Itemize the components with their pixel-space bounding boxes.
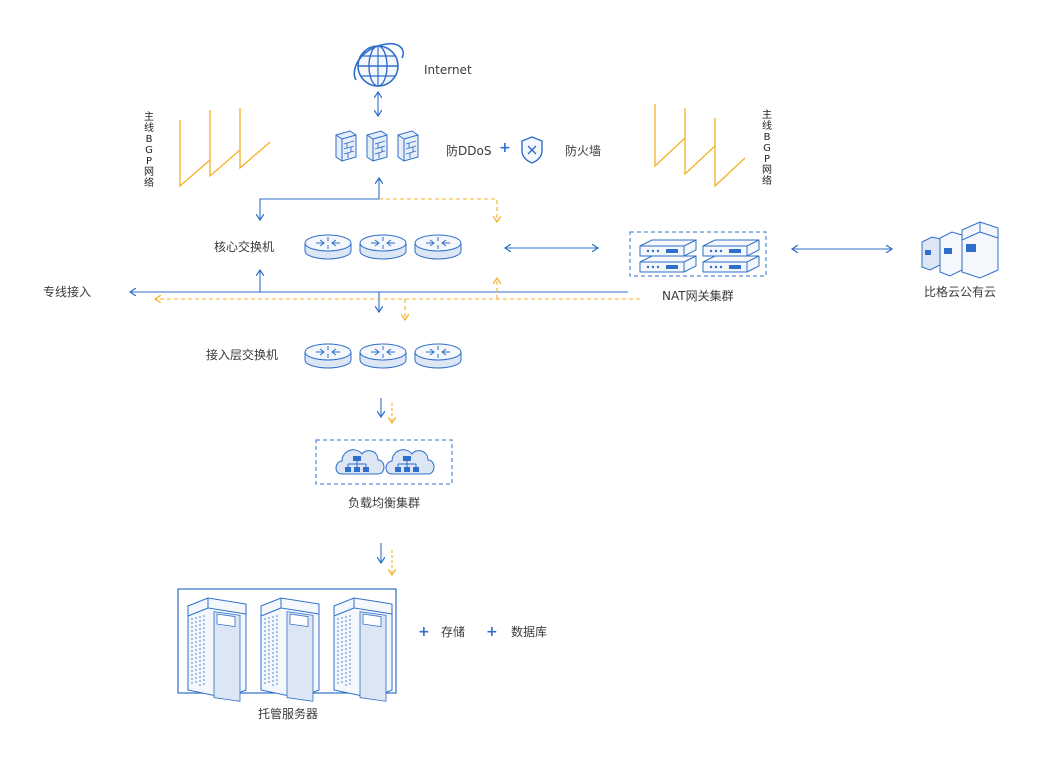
hosted-servers-label: 托管服务器	[258, 707, 319, 721]
plus-icon: +	[486, 624, 498, 640]
database-label: 数据库	[511, 625, 548, 639]
shield-icon	[521, 136, 543, 164]
ddos-label: 防DDoS	[446, 144, 492, 158]
bgp-left-signal	[179, 108, 271, 188]
fw-core-link	[260, 198, 379, 220]
plus-icon: +	[499, 140, 511, 156]
nat-cluster-label: NAT网关集群	[662, 289, 734, 303]
nat-cluster-box	[629, 231, 767, 277]
public-cloud-server-icon	[921, 221, 999, 279]
core-switch-label: 核心交换机	[214, 240, 275, 254]
nat-gateway-icon	[639, 239, 760, 273]
firewall-label: 防火墙	[565, 144, 602, 158]
dedicated-line-label: 专线接入	[43, 285, 92, 299]
internet-label: Internet	[424, 63, 472, 77]
storage-label: 存储	[441, 625, 466, 639]
fw-core-link-backup	[379, 198, 497, 222]
load-balancer-icon	[335, 449, 435, 475]
internet-globe-icon	[353, 42, 404, 87]
load-balancer-label: 负载均衡集群	[348, 496, 421, 510]
bgp-right-signal	[654, 104, 746, 188]
core-switch-icon	[304, 234, 462, 260]
access-switch-label: 接入层交换机	[206, 348, 279, 362]
access-switch-icon	[304, 343, 462, 369]
hosted-server-icon	[187, 597, 393, 702]
plus-icon: +	[418, 624, 430, 640]
public-cloud-label: 比格云公有云	[924, 285, 997, 299]
lb-cluster-box	[315, 439, 453, 485]
ddos-firewall-icon	[335, 130, 419, 162]
